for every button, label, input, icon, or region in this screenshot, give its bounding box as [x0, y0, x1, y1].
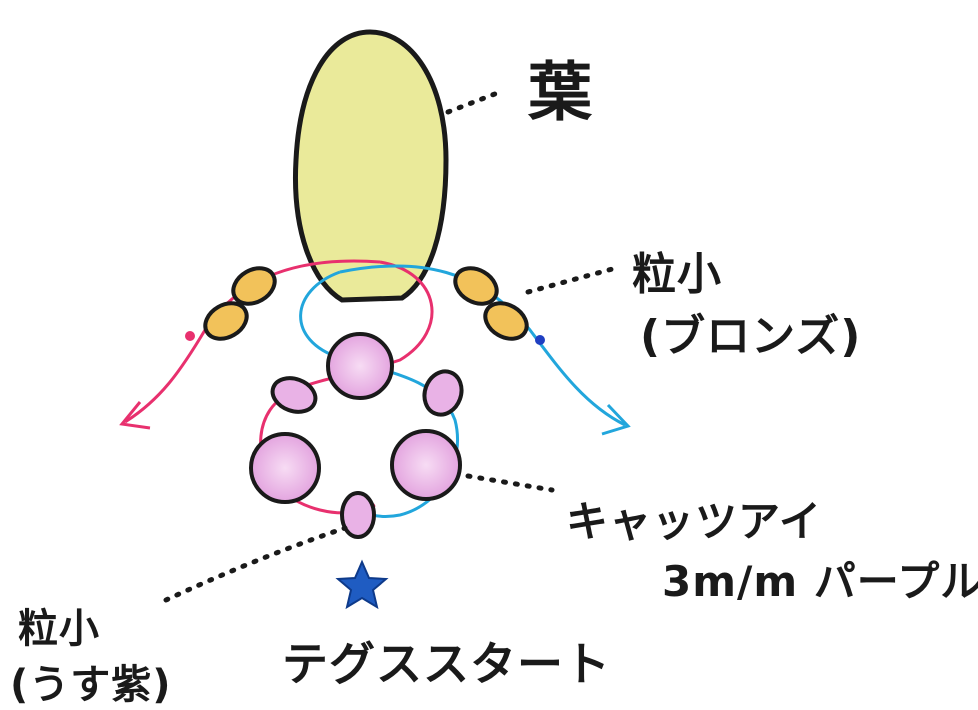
bronze-bead-label: 粒小 [632, 249, 722, 300]
lightpurple-bead-label: 粒小 [18, 606, 100, 652]
bronze-bead [231, 266, 277, 306]
purple-catseye-bead [249, 432, 321, 504]
leader-leaf [445, 89, 503, 115]
start-star-icon [335, 559, 389, 610]
bronze-bead [203, 301, 249, 341]
purple-catseye-bead [390, 429, 462, 501]
catseye-bead-label: キャッツアイ [566, 497, 822, 546]
thread-start-label: テグススタート [282, 637, 611, 691]
purple-catseye-bead [326, 332, 394, 400]
catseye-bead-sublabel: 3m/m パープル [662, 557, 978, 606]
bronze-bead-sublabel: (ブロンズ) [640, 311, 862, 362]
blue-thread-dot [535, 335, 545, 345]
bronze-bead [483, 301, 529, 341]
lightpurple-bead [270, 376, 318, 414]
leaf-label: 葉 [517, 58, 591, 123]
pink-arrow-head [119, 401, 151, 430]
pink-thread-dot [185, 331, 195, 341]
lightpurple-bead-sublabel: (うす紫) [10, 662, 172, 708]
blue-arrow-head [601, 403, 631, 436]
leader-lightpurple [163, 525, 348, 603]
lightpurple-bead [340, 491, 376, 539]
lightpurple-bead [422, 369, 464, 417]
leader-bronze [525, 265, 619, 295]
bronze-bead [453, 266, 499, 306]
leader-lines [163, 89, 619, 603]
leaf-shape [292, 29, 449, 303]
leader-crystal [465, 473, 555, 493]
